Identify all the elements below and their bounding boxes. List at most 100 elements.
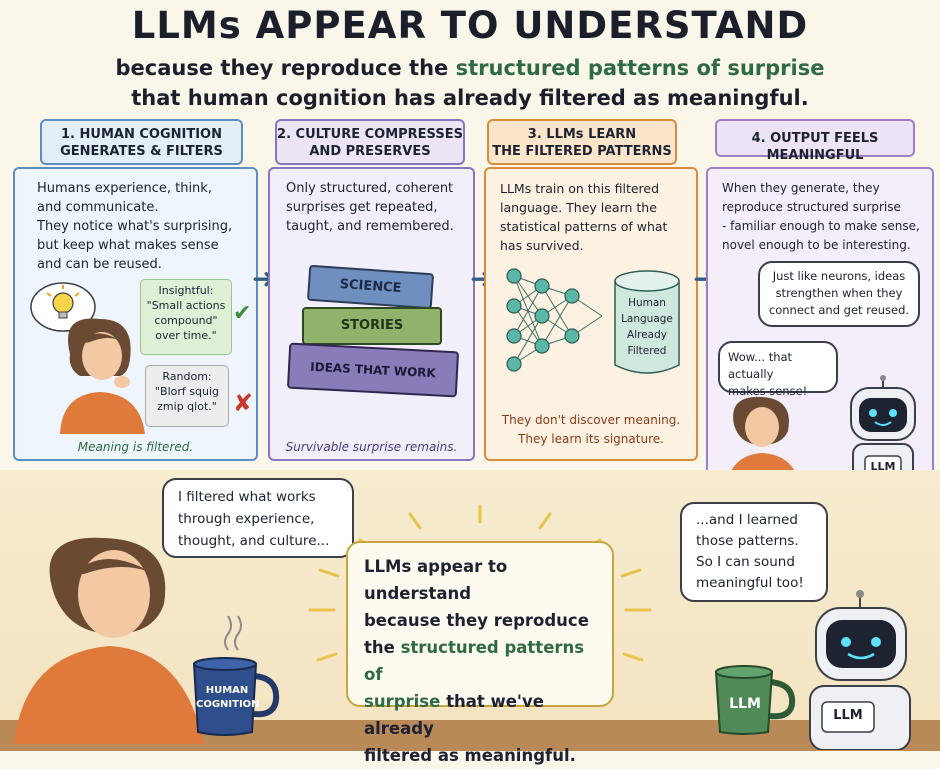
robot-badge-bottom: LLM [833,708,863,723]
step-2-header-line1: 2. CULTURE COMPRESSES [277,127,463,142]
bubble-line: through experience, [178,511,315,527]
step-1-header-line2: GENERATES & FILTERS [60,144,223,159]
step-2-panel: Only structured, coherent surprises get … [268,167,475,461]
footer-line: They learn its signature. [518,432,664,446]
step-2-header: 2. CULTURE COMPRESSES AND PRESERVES [275,119,465,165]
random-card: Random: "Blorf squig zmip qlot." [145,365,229,427]
lightbulb-thought-icon [30,282,96,332]
insightful-card: Insightful: "Small actions compound" ove… [140,279,232,355]
cylinder-line: Language [621,313,673,325]
human-cognition-mug-icon [192,657,280,736]
book-label: SCIENCE [339,276,402,297]
robot-badge: LLM [870,460,896,473]
step-3-header: 3. LLMs LEARN THE FILTERED PATTERNS [487,119,677,165]
text-line: When they generate, they [722,181,880,195]
step-2-header-line2: AND PRESERVES [309,144,431,159]
step-3-text: LLMs train on this filtered language. Th… [500,179,696,255]
book-science: SCIENCE [306,264,435,310]
message-part: the [364,638,401,657]
person-with-mug-illustration [14,537,204,744]
insightful-label: Insightful: [158,284,214,297]
text-line: language. They learn the [500,200,657,215]
text-line: They notice what's surprising, [37,219,233,234]
step-1-text: Humans experience, think, and communicat… [37,179,257,274]
subtitle-line-2: that human cognition has already filtere… [131,86,809,110]
footer-line: They don't discover meaning. [501,413,681,427]
step-4-text: When they generate, they reproduce struc… [722,179,934,255]
bubble-line: meaningful too! [696,575,804,591]
checkmark-icon: ✔ [233,301,252,326]
insightful-quote-line: over time." [155,329,217,342]
key-message-box: LLMs appear to understand because they r… [346,541,614,765]
bubble-line: strengthen when they [775,286,903,300]
step-4-header-line1: 4. OUTPUT FEELS MEANINGFUL [751,131,879,163]
bubble-line: So I can sound [696,554,795,570]
steam-icon [224,615,242,651]
step-3-header-line2: THE FILTERED PATTERNS [492,144,672,159]
robot-speech-bubble-bottom: ...and I learned those patterns. So I ca… [680,502,828,602]
cylinder-line: Filtered [627,345,667,357]
bubble-line: thought, and culture... [178,533,330,549]
human-speech-bubble: Wow... that actually makes sense! [718,341,838,398]
step-2-text: Only structured, coherent surprises get … [286,179,471,236]
llm-mug-icon [714,665,796,735]
message-line: surprise that we've already [364,688,596,742]
database-cylinder-icon [614,270,680,374]
text-line: surprises get repeated, [286,200,438,215]
text-line: and communicate. [37,200,159,215]
subtitle-part: because they reproduce the [115,56,449,80]
message-part: that we've already [364,692,544,738]
bubble-line: Wow... that actually [728,350,793,381]
text-line: novel enough to be interesting. [722,238,911,252]
random-quote-line: zmip qlot." [157,400,217,413]
book-stories: STORIES [302,307,442,345]
thinking-person-illustration [60,318,145,434]
book-label: STORIES [340,318,404,333]
bubble-line: ...and I learned [696,512,798,528]
text-line: - familiar enough to make sense, [722,219,920,233]
text-line: but keep what makes sense [37,238,219,253]
text-line: Humans experience, think, [37,181,212,196]
step-2-footer: Survivable surprise remains. [285,440,458,454]
cylinder-label: Human Language Already Filtered [612,295,682,359]
message-highlight: structured patterns of [364,638,585,684]
robot-bottom-illustration [809,590,911,750]
neural-network-icon [506,268,603,372]
bubble-line: makes sense! [728,384,808,398]
step-3-header-line1: 3. LLMs LEARN [527,127,637,142]
step-3-footer: They don't discover meaning. They learn … [486,411,696,449]
page-title: LLMs APPEAR TO UNDERSTAND [131,4,809,47]
text-line: LLMs train on this filtered [500,181,660,196]
cylinder-line: Already [627,329,667,341]
message-line: because they reproduce [364,611,589,630]
step-1-header-line1: 1. HUMAN COGNITION [61,127,222,142]
text-line: Only structured, coherent [286,181,454,196]
human-mug-label: HUMAN COGNITION [196,684,260,712]
subtitle-highlight: structured patterns of surprise [455,56,825,80]
text-line: has survived. [500,238,584,253]
step-4-panel: When they generate, they reproduce struc… [706,167,934,492]
bubble-line: Just like neurons, ideas [772,269,906,283]
cylinder-line: Human [628,297,666,309]
message-line: filtered as meaningful. [364,746,576,765]
random-label: Random: [162,370,212,383]
llm-mug-label: LLM [729,696,761,712]
insightful-quote-line: "Small actions [146,299,226,312]
human-thought-bubble: I filtered what works through experience… [162,478,354,558]
book-label: IDEAS THAT WORK [309,359,437,381]
step-4-header: 4. OUTPUT FEELS MEANINGFUL [715,119,915,163]
text-line: statistical patterns of what [500,219,668,234]
cross-icon: ✘ [233,389,254,417]
text-line: reproduce structured surprise [722,200,901,214]
random-quote-line: "Blorf squig [154,385,219,398]
bubble-line: those patterns. [696,533,799,549]
step-1-header: 1. HUMAN COGNITION GENERATES & FILTERS [40,119,243,165]
text-line: taught, and remembered. [286,219,454,234]
mug-label-line: HUMAN [205,685,249,696]
message-line: the structured patterns of [364,634,596,688]
subtitle-line-1: because they reproduce the structured pa… [0,56,940,80]
bubble-line: I filtered what works [178,489,316,505]
step-3-panel: LLMs train on this filtered language. Th… [484,167,698,461]
robot-speech-bubble: Just like neurons, ideas strengthen when… [758,261,920,327]
insightful-quote-line: compound" [154,314,218,327]
